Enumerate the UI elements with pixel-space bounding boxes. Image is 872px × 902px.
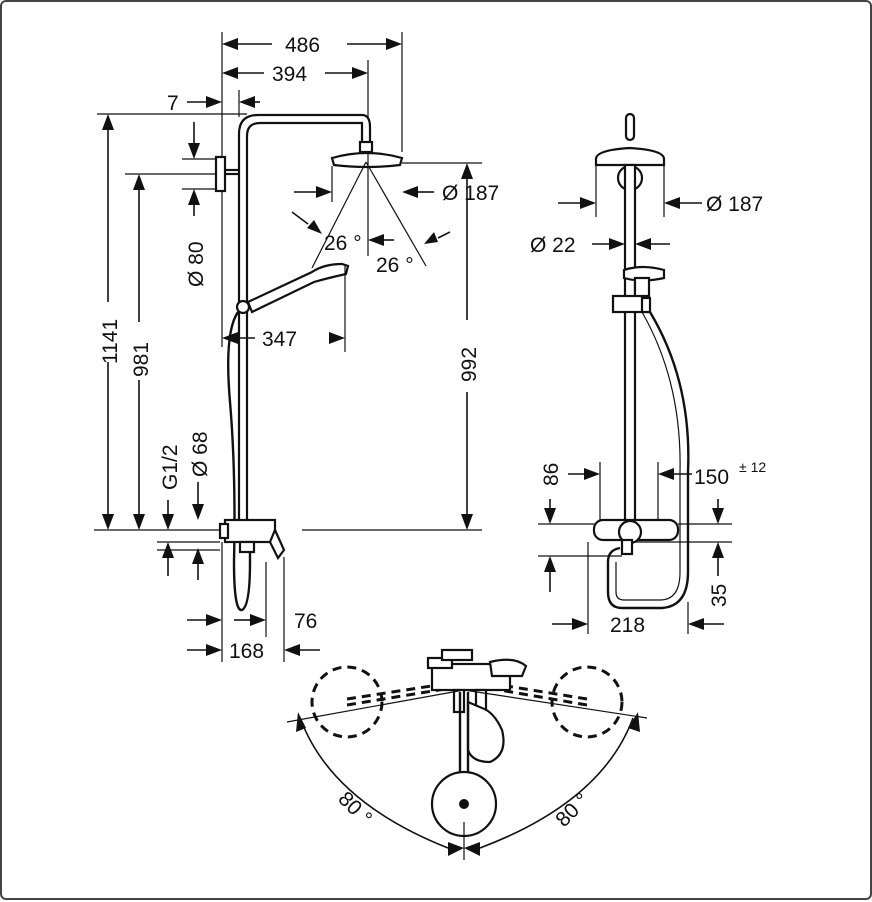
dim-front-mixer-height: 86 [540,463,563,486]
dim-height-bracket: 981 [130,342,153,377]
dim-front-tolerance: ± 12 [739,459,766,475]
dim-angle-left: 26 ° [324,232,362,255]
dim-bracket-dia: Ø 80 [185,241,208,287]
dim-height-total: 1141 [99,319,122,364]
dim-top-angle-left: 80 ° [333,787,376,830]
dim-thread: G1/2 [159,444,182,490]
top-view: 80 ° 80 ° [286,648,648,860]
dim-mixer-depth: 76 [294,610,317,633]
side-view: 486 394 7 1141 981 992 [94,32,499,663]
dim-angle-right: 26 ° [376,254,414,277]
dim-arm-reach: 394 [272,63,307,86]
dim-top-angle-right: 80 ° [551,789,594,832]
dim-handshower-reach: 347 [262,328,297,351]
dim-head-dia: Ø 187 [442,182,499,205]
dim-front-head-dia: Ø 187 [706,193,763,216]
dim-rail-dia: Ø 22 [530,234,576,257]
dim-wall-offset: 7 [167,92,179,115]
dim-rosette-dia: Ø 68 [189,431,212,477]
dim-mixer-reach: 168 [229,640,264,663]
dim-front-spacing: 150 [694,466,729,489]
dim-height-head: 992 [458,347,481,382]
dim-front-body-width: 218 [610,614,645,637]
front-view: Ø 187 Ø 22 86 150 ± 12 [530,112,766,637]
dim-width-total: 486 [285,34,320,57]
dim-front-body-height: 35 [708,584,731,607]
